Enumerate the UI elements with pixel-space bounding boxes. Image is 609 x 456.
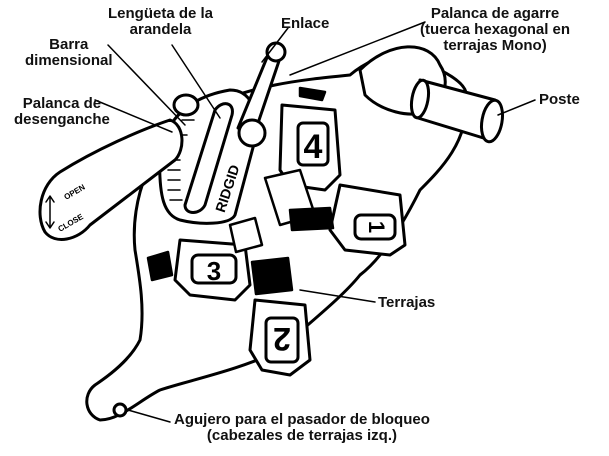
die-seat-4: 4 [278,103,342,192]
die-number-3: 3 [207,256,221,286]
label-link: Enlace [281,15,330,32]
die-seat-1: 1 [328,183,407,257]
die-number-2: 2 [273,321,291,357]
lock-pin-hole [112,402,128,418]
post [409,78,505,144]
label-lock-pin-hole: Agujero para el pasador de bloqueo(cabez… [174,411,430,444]
die-number-1: 1 [364,221,389,233]
leader-lines [94,21,536,423]
label-dies: Terrajas [378,294,436,311]
die-seat-3: 3 [173,238,252,302]
dies [146,86,335,296]
die-seat-2: 2 [248,298,312,377]
grip-lever [172,41,287,148]
die-number-4: 4 [304,128,323,166]
label-post: Poste [539,91,580,108]
release-lever: OPEN CLOSE [38,118,184,241]
